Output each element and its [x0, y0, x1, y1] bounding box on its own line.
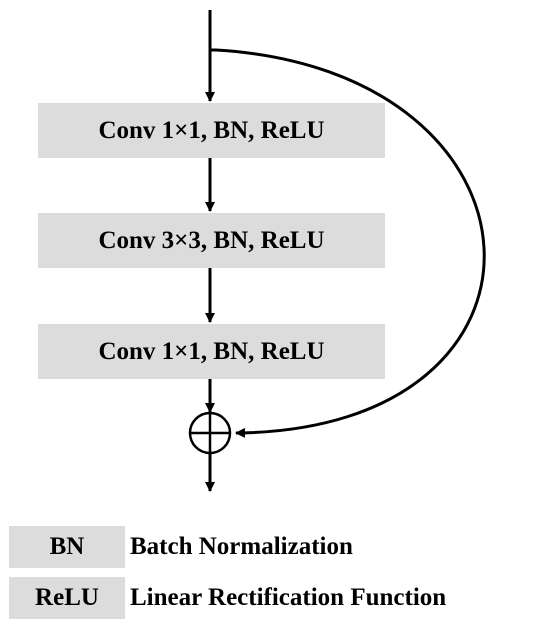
legend-key-bn: BN [9, 526, 125, 568]
skip-connection-arrow [210, 48, 486, 438]
conv-block-1: Conv 1×1, BN, ReLU [38, 103, 385, 158]
legend-key-relu: ReLU [9, 577, 125, 619]
legend-description-relu: Linear Rectification Function [130, 584, 447, 611]
legend-description-bn: Batch Normalization [130, 533, 353, 560]
conv-block-3: Conv 1×1, BN, ReLU [38, 324, 385, 379]
sum-node-icon [188, 411, 232, 455]
conv-block-2: Conv 3×3, BN, ReLU [38, 213, 385, 268]
